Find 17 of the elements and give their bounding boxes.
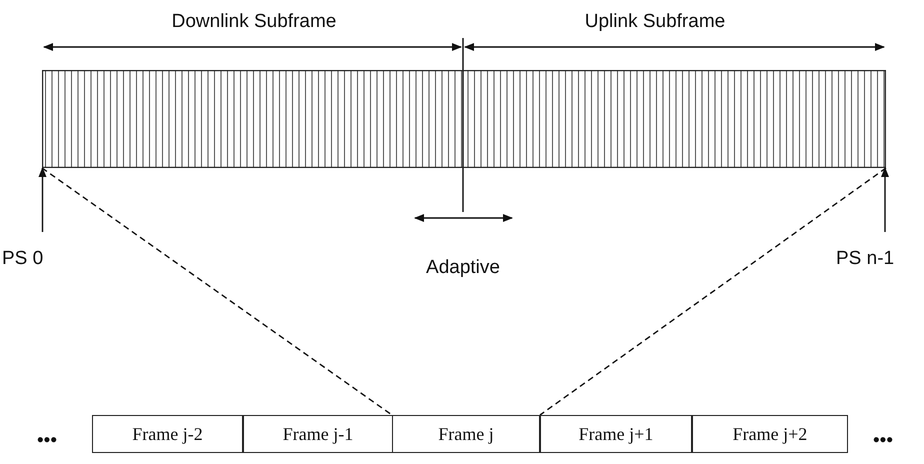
frame-cell: Frame j-2 — [92, 415, 243, 453]
text-label: Downlink Subframe — [172, 11, 336, 33]
frame-cell: Frame j-1 — [243, 415, 393, 453]
arrow — [38, 167, 46, 232]
frame-cell: Frame j+2 — [692, 415, 848, 453]
position-label: PS n-1 — [836, 248, 894, 270]
striped-frame-bar — [42, 70, 886, 168]
text-label: Uplink Subframe — [584, 11, 726, 33]
dashed-line — [42, 167, 392, 416]
ellipsis-mark: ••• — [873, 430, 893, 452]
position-label: PS 0 — [2, 248, 44, 270]
dashed-line — [540, 167, 886, 416]
frame-cell: Frame j — [392, 415, 540, 453]
frame-cell: Frame j+1 — [540, 415, 692, 453]
ellipsis-mark: ••• — [37, 430, 57, 452]
arrow — [881, 167, 889, 232]
text-label: Adaptive — [426, 257, 500, 279]
